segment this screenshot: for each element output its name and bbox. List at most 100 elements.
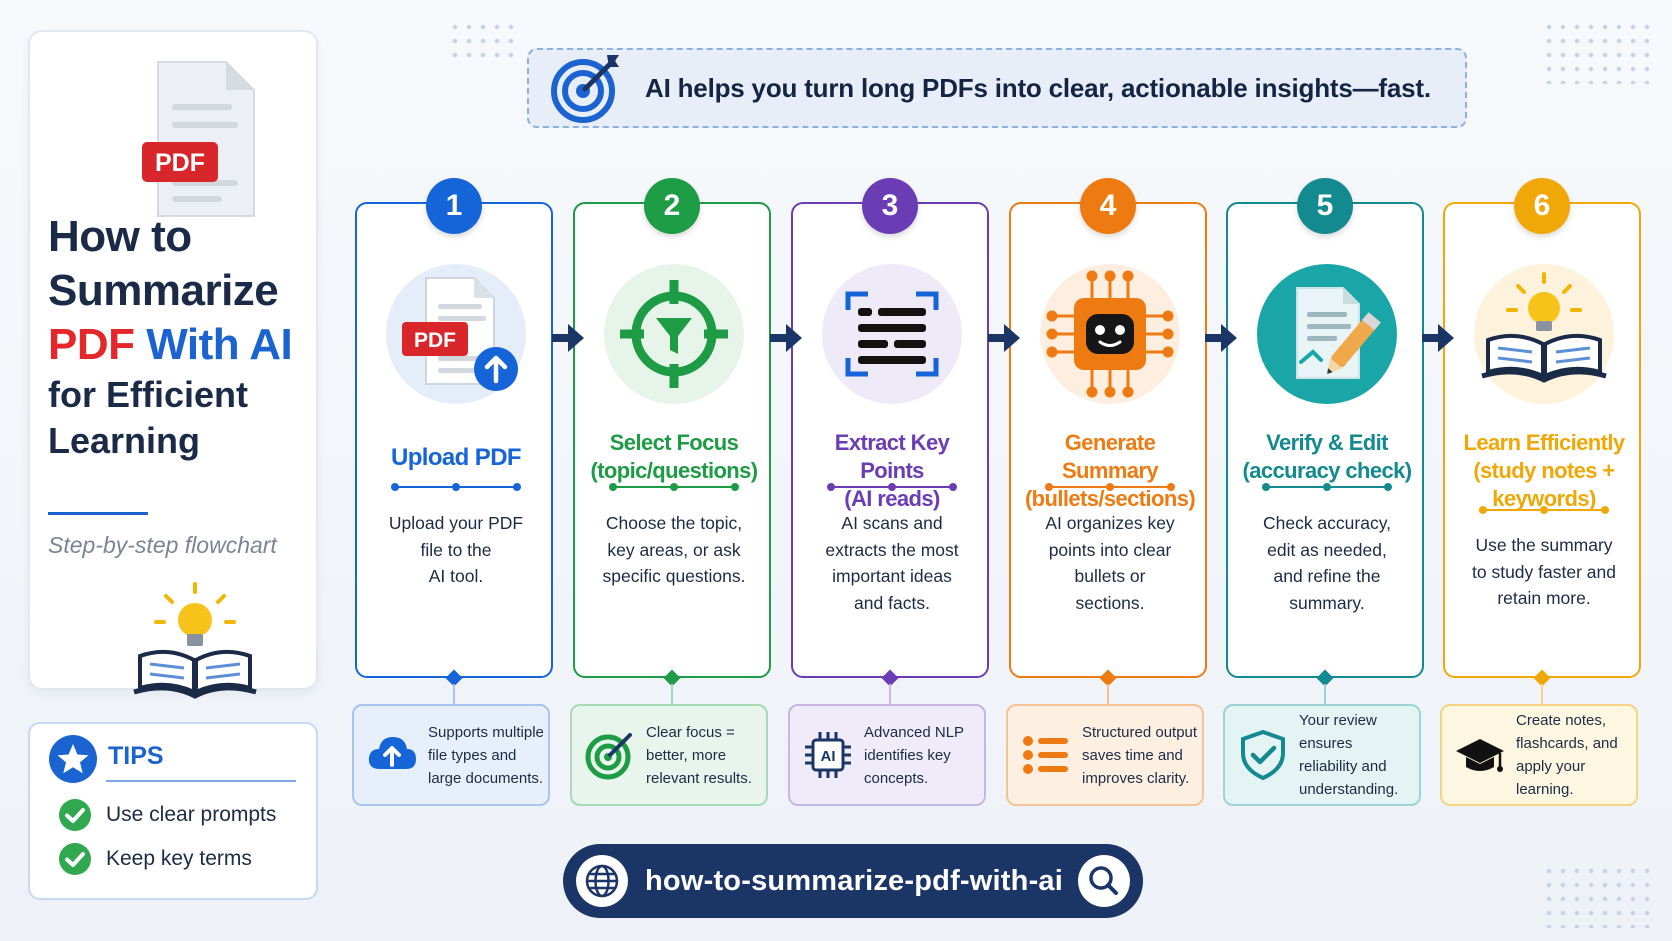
note-text-line: Clear focus = <box>646 723 735 741</box>
step-description-line: important ideas <box>832 566 952 586</box>
bullet-list-icon <box>1023 736 1068 774</box>
tip-item: Keep key terms <box>58 842 252 876</box>
arrow-right-icon <box>988 324 1020 352</box>
title-with-ai-word: With AI <box>146 320 293 369</box>
edit-document-icon <box>1257 264 1397 404</box>
url-text: how-to-summarize-pdf-with-ai <box>645 864 1064 897</box>
banner-text: AI helps you turn long PDFs into clear, … <box>645 72 1431 103</box>
step-description-line: edit as needed, <box>1267 539 1387 560</box>
step-title-line: Select Focus <box>609 430 739 455</box>
step-description-line: Check accuracy, <box>1262 513 1392 533</box>
step-divider <box>1045 483 1175 491</box>
scan-text-icon <box>822 264 962 404</box>
upload-pdf-icon: PDF <box>386 264 526 404</box>
step-description-line: points into clear <box>1048 539 1172 560</box>
step-description: Check accuracy, edit as needed, and refine… <box>1240 510 1414 616</box>
note-text-line: understanding. <box>1299 781 1399 798</box>
title-pdf-word: PDF <box>48 320 135 369</box>
pdf-badge-label: PDF <box>155 149 205 177</box>
step-connector-line <box>1107 684 1109 704</box>
note-text-line: Supports multiple <box>428 723 544 741</box>
step-divider <box>1262 483 1392 491</box>
step-description-line: AI organizes key <box>1045 513 1175 533</box>
cloud-upload-icon <box>368 737 416 769</box>
url-bar[interactable]: how-to-summarize-pdf-with-ai <box>563 844 1143 918</box>
step-title-line: (accuracy check) <box>1242 458 1413 483</box>
robot-chip-icon <box>1040 264 1180 404</box>
decorative-dots-top <box>448 20 520 64</box>
step-card-learn-efficiently: Learn Efficiently(study notes +keywords)… <box>1443 202 1641 678</box>
title-underline <box>48 512 148 515</box>
step-number-badge: 5 <box>1297 178 1353 234</box>
step-description-line: Use the summary <box>1475 535 1613 555</box>
step-description-line: sections. <box>1075 592 1145 613</box>
globe-icon <box>576 855 628 907</box>
step-title-line: Verify & Edit <box>1266 430 1388 455</box>
note-text-line: apply your learning. <box>1516 758 1586 798</box>
step-description-line: and refine the <box>1273 566 1381 586</box>
step-title: Select Focus(topic/questions) <box>583 429 765 485</box>
note-text-line: flashcards, and <box>1516 735 1618 752</box>
step-divider <box>1479 506 1609 514</box>
step-connector-line <box>1324 684 1326 704</box>
step-description: Use the summary to study faster and retain… <box>1457 532 1631 612</box>
step-description-line: AI tool. <box>428 566 484 586</box>
step-divider <box>391 483 521 491</box>
ai-chip-icon: AI <box>805 732 851 778</box>
step-title-line: Upload PDF <box>391 444 522 471</box>
step-title: Upload PDF <box>365 444 547 472</box>
step-description-line: to study faster and <box>1472 561 1616 582</box>
pdf-document-icon: PDF <box>142 61 255 217</box>
step-title-line: Extract Key Points <box>834 430 950 483</box>
step-description-line: key areas, or ask <box>607 539 741 560</box>
note-text-line: improves clarity. <box>1082 769 1190 787</box>
decorative-dots-top-right <box>1542 20 1658 84</box>
tips-divider <box>106 780 296 782</box>
tip-item: Use clear prompts <box>58 798 276 832</box>
step-number-badge: 3 <box>862 178 918 234</box>
tip-text: Keep key terms <box>106 847 252 870</box>
step-description-line: Upload your PDF <box>388 513 524 533</box>
step-card-extract-key-points: Extract Key Points(AI reads)AI scans and… <box>791 202 989 678</box>
step-description-line: retain more. <box>1497 588 1591 608</box>
step-card-generate-summary: Generate Summary(bullets/sections)AI org… <box>1009 202 1207 678</box>
target-icon <box>585 733 632 780</box>
note-text-line: reliability and <box>1299 758 1387 775</box>
insight-banner: AI helps you turn long PDFs into clear, … <box>527 48 1467 128</box>
step-title-line: Learn Efficiently <box>1463 430 1626 455</box>
tips-title: TIPS <box>108 742 164 770</box>
title-line-3: PDF With AI <box>48 318 318 372</box>
target-filter-icon <box>604 264 744 404</box>
step-connector-line <box>671 684 673 704</box>
step-description-line: Choose the topic, <box>605 513 743 533</box>
title-line-2: Summarize <box>48 266 279 315</box>
step-connector-line <box>889 684 891 704</box>
page-title: How to Summarize PDF With AI for Efficie… <box>48 210 318 464</box>
step-description-line: AI scans and <box>841 513 943 533</box>
step-number-badge: 1 <box>426 178 482 234</box>
star-icon <box>49 735 97 783</box>
title-card: PDF How to Summarize PDF With AI for Eff… <box>28 30 318 699</box>
decorative-dots-bottom-right <box>1542 864 1658 928</box>
note-text-line: concepts. <box>864 769 929 787</box>
book-lightbulb-icon <box>133 582 257 699</box>
step-title: Generate Summary(bullets/sections) <box>1019 429 1201 513</box>
step-card-select-focus: Select Focus(topic/questions) Choose the … <box>573 202 771 678</box>
note-text-line: file types and <box>428 746 517 764</box>
search-icon[interactable] <box>1077 854 1131 908</box>
title-line-1: How to <box>48 212 192 261</box>
step-card-verify-edit: Verify & Edit (accuracy check) Check accur… <box>1226 202 1424 678</box>
target-arrow-icon <box>551 55 619 123</box>
